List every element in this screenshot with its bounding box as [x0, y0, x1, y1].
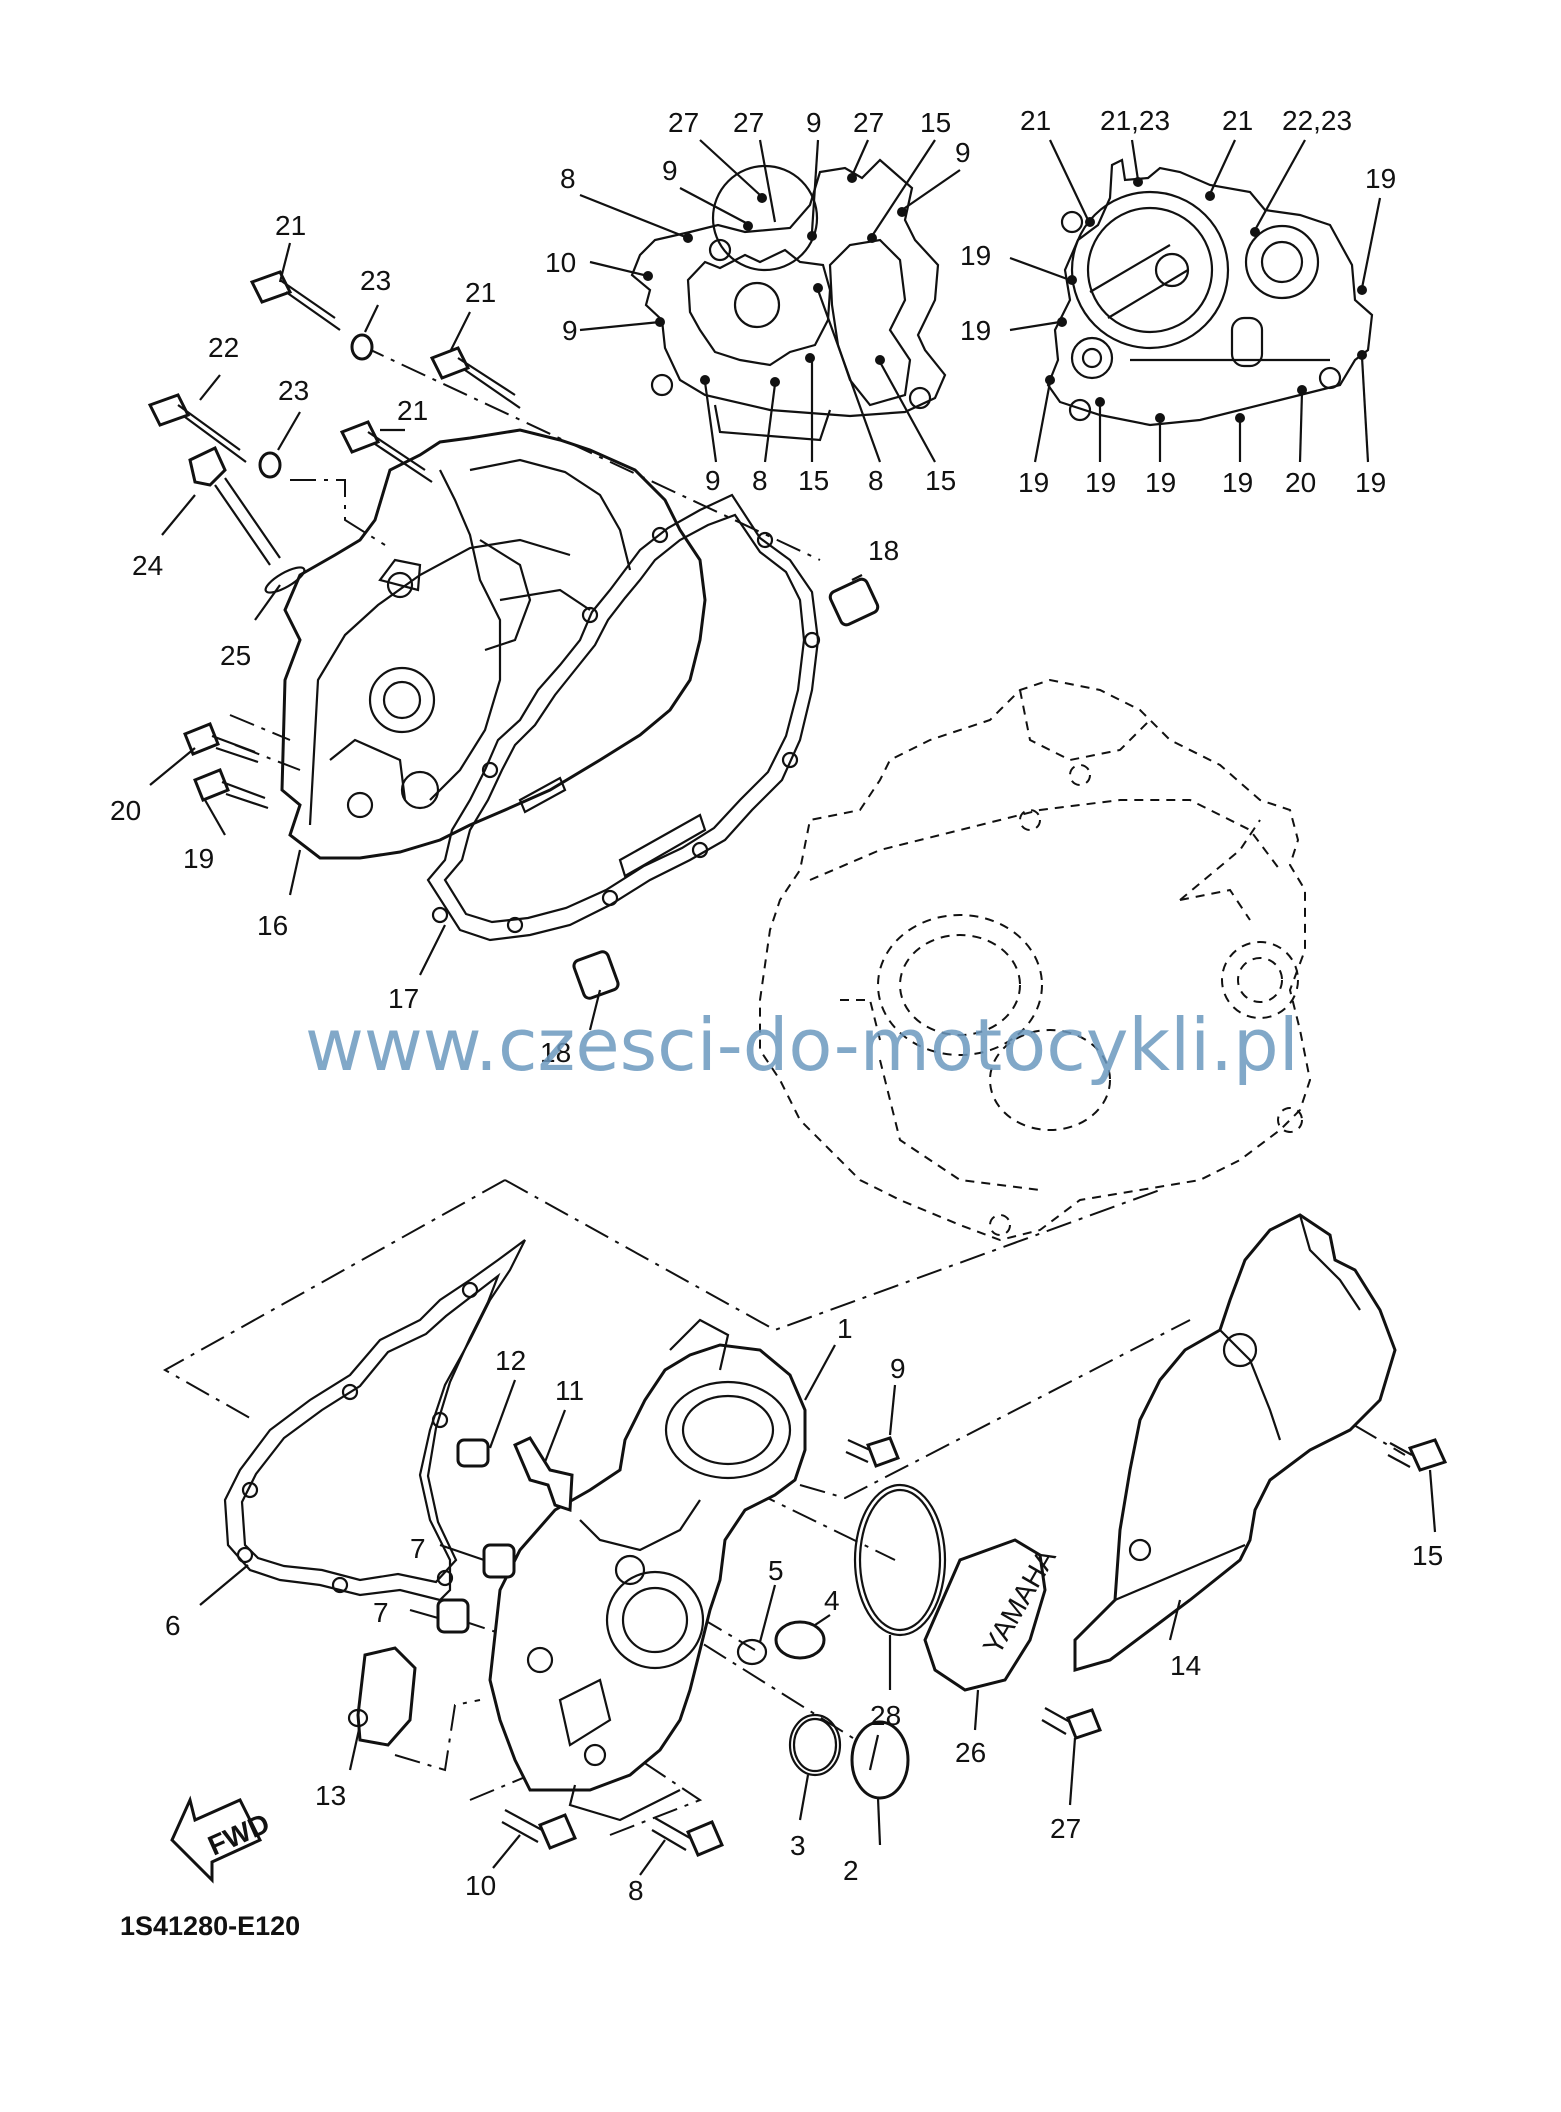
inset-callout: 19 [1355, 467, 1386, 498]
assembly-line-1-14 [799, 1319, 1191, 1500]
clutch-cover-16 [280, 428, 707, 860]
right-inset-dots [1045, 177, 1367, 423]
callout-21: 21 [275, 210, 306, 241]
inset-callout: 19 [1085, 467, 1116, 498]
callout-14: 14 [1170, 1650, 1201, 1681]
callout-19: 19 [183, 843, 214, 874]
callout-23: 23 [360, 265, 391, 296]
callout-5: 5 [768, 1555, 784, 1586]
fwd-arrow [170, 1795, 263, 1884]
inset-callout: 15 [920, 107, 951, 138]
small-parts [147, 270, 1448, 1857]
callout-18: 18 [540, 1037, 571, 1068]
callout-11: 11 [555, 1375, 584, 1406]
assembly-line-18a [359, 344, 821, 561]
watermark: www.czesci-do-motocykli.pl [305, 1003, 1299, 1087]
inset-callout: 8 [752, 465, 768, 496]
left-inset-dots [643, 173, 907, 387]
inset-callout: 27 [668, 107, 699, 138]
inset-leader-lines [579, 139, 1382, 463]
assembly-line-8 [609, 1759, 703, 1836]
callout-21: 21 [465, 277, 496, 308]
callout-9: 9 [890, 1353, 906, 1384]
callout-3: 3 [790, 1830, 806, 1861]
assembly-line-20 [229, 714, 291, 741]
inset-callout: 15 [798, 465, 829, 496]
inset-callout: 19 [1018, 467, 1049, 498]
callout-23: 23 [278, 375, 309, 406]
callout-12: 12 [495, 1345, 526, 1376]
callout-28: 28 [870, 1700, 901, 1731]
callout-18: 18 [868, 535, 899, 566]
right-inset-callouts: 21 21,23 21 22,23 19 19 19 19 19 19 19 2… [960, 105, 1396, 498]
inset-callout: 21,23 [1100, 105, 1170, 136]
callout-15: 15 [1412, 1540, 1443, 1571]
inset-callout: 8 [868, 465, 884, 496]
left-bolt-pattern-inset [630, 158, 947, 442]
callout-2: 2 [843, 1855, 859, 1886]
sprocket-cover-14 [1073, 1213, 1397, 1672]
diagram-code: 1S41280-E120 [120, 1911, 300, 1941]
left-inset-callouts: 27 27 9 27 15 8 9 9 10 9 9 8 15 8 15 [545, 107, 971, 496]
callout-26: 26 [955, 1737, 986, 1768]
callout-17: 17 [388, 983, 419, 1014]
callout-7: 7 [373, 1597, 389, 1628]
callout-6: 6 [165, 1610, 181, 1641]
callout-1: 1 [837, 1313, 853, 1344]
inset-callout: 21 [1222, 105, 1253, 136]
inset-callout: 8 [560, 163, 576, 194]
crankcase-reference [759, 678, 1312, 1242]
callout-numbers: 21 23 21 22 23 21 24 25 18 20 19 16 17 1… [110, 210, 1443, 1906]
callout-22: 22 [208, 332, 239, 363]
callout-8: 8 [628, 1875, 644, 1906]
inset-callout: 9 [806, 107, 822, 138]
assembly-frame-left [162, 1179, 506, 1419]
inset-callout: 15 [925, 465, 956, 496]
assembly-frame-lower [504, 1179, 1161, 1332]
inset-callout: 21 [1020, 105, 1051, 136]
inset-callout: 9 [562, 315, 578, 346]
leader-lines [149, 242, 1437, 1876]
magneto-cover-1 [488, 1318, 807, 1822]
inset-callout: 9 [955, 137, 971, 168]
inset-callout: 19 [1365, 163, 1396, 194]
inset-callout: 19 [1222, 467, 1253, 498]
inset-callout: 19 [960, 240, 991, 271]
callout-10: 10 [465, 1870, 496, 1901]
inset-callout: 19 [1145, 467, 1176, 498]
callout-4: 4 [824, 1585, 840, 1616]
inset-callout: 20 [1285, 467, 1316, 498]
callout-20: 20 [110, 795, 141, 826]
clutch-gasket-17 [426, 493, 821, 942]
callout-25: 25 [220, 640, 251, 671]
callout-16: 16 [257, 910, 288, 941]
callout-27: 27 [1050, 1813, 1081, 1844]
inset-callout: 9 [705, 465, 721, 496]
inset-callout: 19 [960, 315, 991, 346]
stator-gasket-6 [223, 1239, 526, 1602]
callout-21: 21 [397, 395, 428, 426]
callout-7: 7 [410, 1533, 426, 1564]
inset-callout: 10 [545, 247, 576, 278]
inset-callout: 22,23 [1282, 105, 1352, 136]
inset-callout: 9 [662, 155, 678, 186]
callout-13: 13 [315, 1780, 346, 1811]
inset-callout: 27 [853, 107, 884, 138]
assembly-line-2 [664, 1619, 881, 1756]
inset-callout: 27 [733, 107, 764, 138]
right-bolt-pattern-inset [1046, 158, 1374, 427]
callout-24: 24 [132, 550, 163, 581]
